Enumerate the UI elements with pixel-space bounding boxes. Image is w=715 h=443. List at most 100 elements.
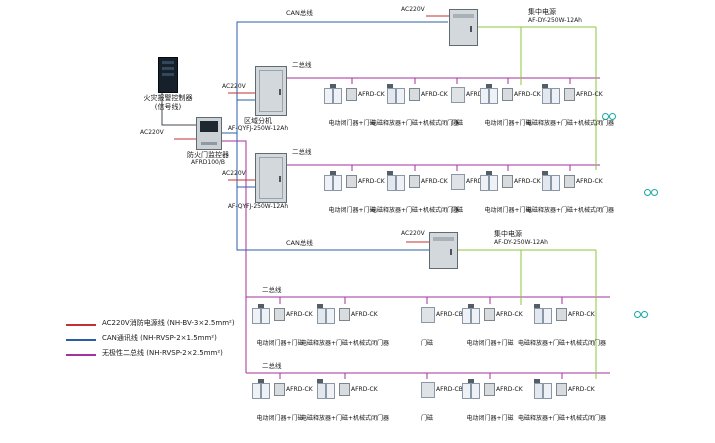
- regional2-model: AF-QYFJ-250W-12Ah: [227, 203, 289, 210]
- module-label: AFRD-CK: [576, 178, 603, 185]
- fire-alarm-controller: [158, 57, 178, 93]
- two-bus-label-row1: 二总线: [292, 61, 312, 69]
- device-caption: 电磁释放器+门磁+机械式闭门器: [300, 340, 390, 347]
- psu-mid-model: AF-DY-250W-12Ah: [494, 239, 548, 246]
- cabinet-handle: [279, 176, 281, 182]
- psu-vent: [433, 237, 454, 241]
- device-caption: 电磁释放器+门磁+机械式闭门器: [370, 120, 460, 127]
- module-box-icon: [564, 175, 575, 188]
- regional2-power-label: AC220V: [222, 170, 246, 177]
- psu-handle: [450, 249, 452, 255]
- device-group: AFRD-CK 电磁释放器+门磁+机械式闭门器: [526, 84, 614, 130]
- psu-top-model: AF-DY-250W-12Ah: [528, 17, 582, 24]
- device-caption: 电动闭门器+门磁: [466, 415, 514, 422]
- legend-line-sample-twobus: [66, 354, 96, 356]
- device-group: AFRD-CK 电动闭门器+门磁: [322, 84, 385, 130]
- module-label: AFRD-CK: [514, 91, 541, 98]
- legend-line-sample-can: [66, 339, 96, 341]
- device-group: AFRD-CK 电动闭门器+门磁: [460, 379, 523, 425]
- device-group: AFRD-CB 门磁: [427, 84, 493, 130]
- regional1-name: 区域分机: [244, 117, 272, 125]
- device-group: AFRD-CK 电动闭门器+门磁: [478, 84, 541, 130]
- module-label: AFRD-CK: [421, 178, 448, 185]
- device-group: AFRD-CK 电磁释放器+门磁+机械式闭门器: [371, 171, 459, 217]
- module-label: AFRD-CB: [466, 91, 493, 98]
- cable-marker-icon: [602, 113, 616, 120]
- door-closer-icon: [462, 379, 481, 399]
- psu-top-name: 集中电源: [528, 8, 556, 16]
- device-group: AFRD-CK 电磁释放器+门磁+机械式闭门器: [518, 304, 606, 350]
- door-release-icon: [387, 171, 406, 191]
- module-box-icon: [409, 88, 420, 101]
- door-magnet-icon: [421, 307, 435, 323]
- door-closer-icon: [462, 304, 481, 324]
- psu-mid-name: 集中电源: [494, 230, 522, 238]
- device-group: AFRD-CK 电磁释放器+门磁+机械式闭门器: [301, 304, 389, 350]
- legend-label-power: AC220V消防电源线 (NH-BV-3×2.5mm²): [102, 319, 235, 327]
- door-release-icon: [317, 304, 336, 324]
- can-bus-label-top: CAN总线: [286, 9, 313, 17]
- monitor-buttons: [201, 142, 217, 145]
- device-caption: 电磁释放器+门磁+机械式闭门器: [370, 207, 460, 214]
- device-group: AFRD-CB 门磁: [397, 304, 463, 350]
- module-label: AFRD-CK: [358, 178, 385, 185]
- door-release-icon: [317, 379, 336, 399]
- controller-display-row: [162, 73, 174, 76]
- device-group: AFRD-CK 电磁释放器+门磁+机械式闭门器: [301, 379, 389, 425]
- module-label: AFRD-CK: [286, 311, 313, 318]
- module-box-icon: [556, 308, 567, 321]
- device-caption: 电动闭门器+门磁: [466, 340, 514, 347]
- device-caption: 门磁: [450, 207, 464, 214]
- device-group: AFRD-CB 门磁: [427, 171, 493, 217]
- door-release-icon: [534, 304, 553, 324]
- door-closer-icon: [252, 304, 271, 324]
- module-box-icon: [502, 88, 513, 101]
- can-bus-label-mid: CAN总线: [286, 239, 313, 247]
- module-label: AFRD-CK: [576, 91, 603, 98]
- legend-line-sample-power: [66, 324, 96, 326]
- central-power-supply-mid: [429, 232, 458, 269]
- monitor-power-label: AC220V: [140, 129, 164, 136]
- module-box-icon: [484, 308, 495, 321]
- cable-marker-icon: [634, 311, 648, 318]
- module-box-icon: [339, 383, 350, 396]
- device-group: AFRD-CB 门磁: [397, 379, 463, 425]
- door-closer-icon: [324, 171, 343, 191]
- fire-door-monitor: [196, 117, 222, 150]
- module-box-icon: [274, 308, 285, 321]
- regional1-model: AF-QYFJ-250W-12Ah: [227, 125, 289, 132]
- two-bus-label-row3: 二总线: [262, 286, 282, 294]
- device-caption: 电动闭门器+门磁: [328, 120, 376, 127]
- device-caption: 电动闭门器+门磁: [484, 120, 532, 127]
- cabinet-panel: [259, 157, 283, 199]
- module-box-icon: [339, 308, 350, 321]
- device-group: AFRD-CK 电磁释放器+门磁+机械式闭门器: [371, 84, 459, 130]
- device-caption: 门磁: [420, 415, 434, 422]
- door-magnet-icon: [451, 174, 465, 190]
- cable-marker-icon: [644, 189, 658, 196]
- ac-power-wire: [174, 15, 449, 243]
- regional-extension-cabinet-1: [255, 66, 287, 116]
- device-caption: 电磁释放器+门磁+机械式闭门器: [525, 207, 615, 214]
- controller-display-row: [162, 67, 174, 70]
- door-closer-icon: [480, 84, 499, 104]
- module-label: AFRD-CK: [568, 311, 595, 318]
- central-power-supply-top: [449, 9, 478, 46]
- module-box-icon: [484, 383, 495, 396]
- module-box-icon: [274, 383, 285, 396]
- module-box-icon: [556, 383, 567, 396]
- device-caption: 电磁释放器+门磁+机械式闭门器: [517, 415, 607, 422]
- device-group: AFRD-CK 电动闭门器+门磁: [322, 171, 385, 217]
- door-magnet-icon: [451, 87, 465, 103]
- monitor-screen: [200, 121, 218, 132]
- signal-wire: [161, 91, 196, 126]
- device-caption: 电磁释放器+门磁+机械式闭门器: [517, 340, 607, 347]
- device-caption: 电磁释放器+门磁+机械式闭门器: [525, 120, 615, 127]
- dc-power-wire: [456, 26, 597, 379]
- door-closer-icon: [252, 379, 271, 399]
- device-group: AFRD-CK 电动闭门器+门磁: [460, 304, 523, 350]
- regional1-power-label: AC220V: [222, 83, 246, 90]
- module-label: AFRD-CK: [351, 311, 378, 318]
- legend-label-twobus: 无极性二总线 (NH-RVSP-2×2.5mm²): [102, 349, 223, 357]
